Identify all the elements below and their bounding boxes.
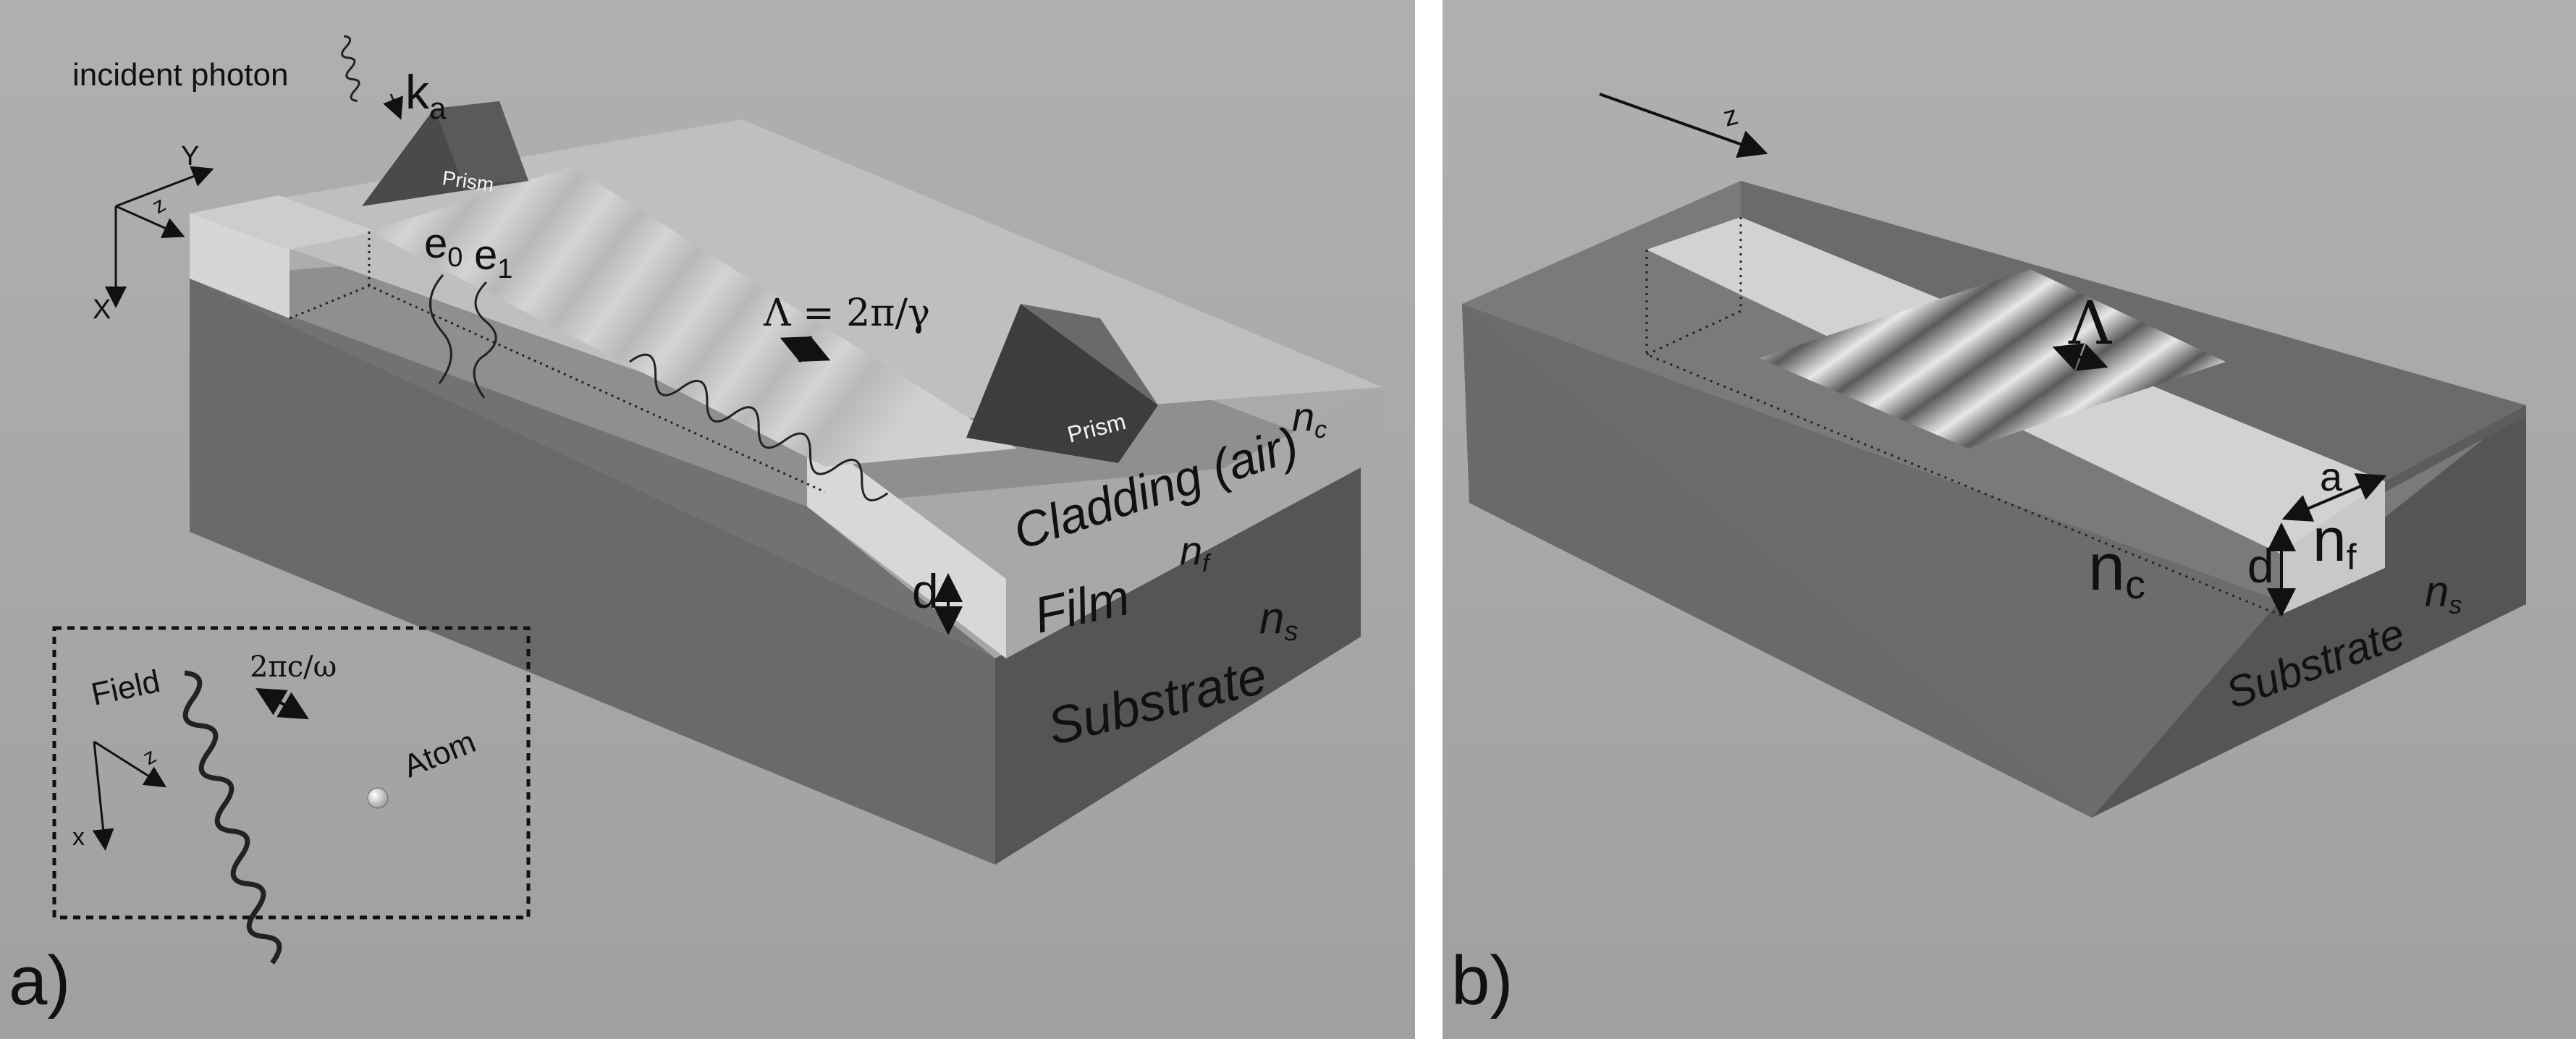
panel-a-label: a) xyxy=(9,942,70,1019)
photon-arrow xyxy=(383,93,404,120)
grating-patch-b xyxy=(1759,269,2226,449)
film-right-a xyxy=(1006,387,1382,658)
mode-e1-profile xyxy=(473,281,497,399)
inset-field-wave xyxy=(182,670,282,965)
axis-y-label-a: Y xyxy=(181,141,199,171)
guided-wave-a xyxy=(629,353,889,501)
n-c-label-b: nc xyxy=(2088,530,2145,607)
inset-axis-x: x xyxy=(72,823,85,851)
n-f-label-b: nf xyxy=(2313,506,2357,577)
panel-a: Prism Prism incident photon ka Y z X e0 … xyxy=(0,0,1415,1039)
d-label-a: d xyxy=(912,564,939,618)
panel-b-label: b) xyxy=(1451,942,1513,1019)
lambda-label-b: Λ xyxy=(2068,289,2113,358)
n-c-label-a: nc xyxy=(1292,394,1327,444)
film-left-block-a xyxy=(190,213,290,318)
inset-frame xyxy=(52,626,531,920)
substrate-left-b xyxy=(1462,304,2280,818)
z-axis-b xyxy=(1599,93,1768,158)
mode-e0-profile xyxy=(429,274,452,384)
d-label-b: d xyxy=(2247,539,2274,593)
lambda-formula-a: Λ = 2π/γ xyxy=(763,292,930,335)
panel-b: Λ z a d nc nf Substrate ns b) xyxy=(1443,0,2576,1039)
prism-left-face xyxy=(434,101,528,185)
photon-squiggle xyxy=(341,35,360,102)
lambda-arrow-b xyxy=(2052,343,2108,371)
e0-label: e0 xyxy=(424,220,463,273)
n-s-label-b: ns xyxy=(2425,567,2462,619)
lambda-arrow-a xyxy=(780,335,831,363)
inset-atom xyxy=(367,787,389,809)
panel-divider xyxy=(1415,0,1443,1039)
n-s-label-a: ns xyxy=(1259,593,1298,647)
n-f-label-a: nf xyxy=(1180,527,1212,577)
channel-right-wall-b xyxy=(2385,405,2526,492)
grating-surface-a xyxy=(369,166,1017,467)
a-label-b: a xyxy=(2320,454,2343,499)
substrate-right-a xyxy=(995,456,1361,865)
e1-label: e1 xyxy=(474,232,512,284)
a-arrow-b xyxy=(2281,473,2387,522)
substrate-right-b xyxy=(2092,405,2526,818)
prism-right xyxy=(966,304,1158,463)
axis-x-label-a: X xyxy=(93,294,111,325)
inset-wavelength-arrow xyxy=(256,687,309,720)
k-label: ka xyxy=(405,65,447,125)
substrate-front-b xyxy=(1462,304,2092,818)
inset-wavelength-formula: 2πc/ω xyxy=(250,650,337,684)
prism-right-face xyxy=(1021,304,1158,405)
incident-photon-label: incident photon xyxy=(72,57,288,93)
film-left-top-a xyxy=(190,195,376,250)
substrate-left-a xyxy=(190,279,995,865)
